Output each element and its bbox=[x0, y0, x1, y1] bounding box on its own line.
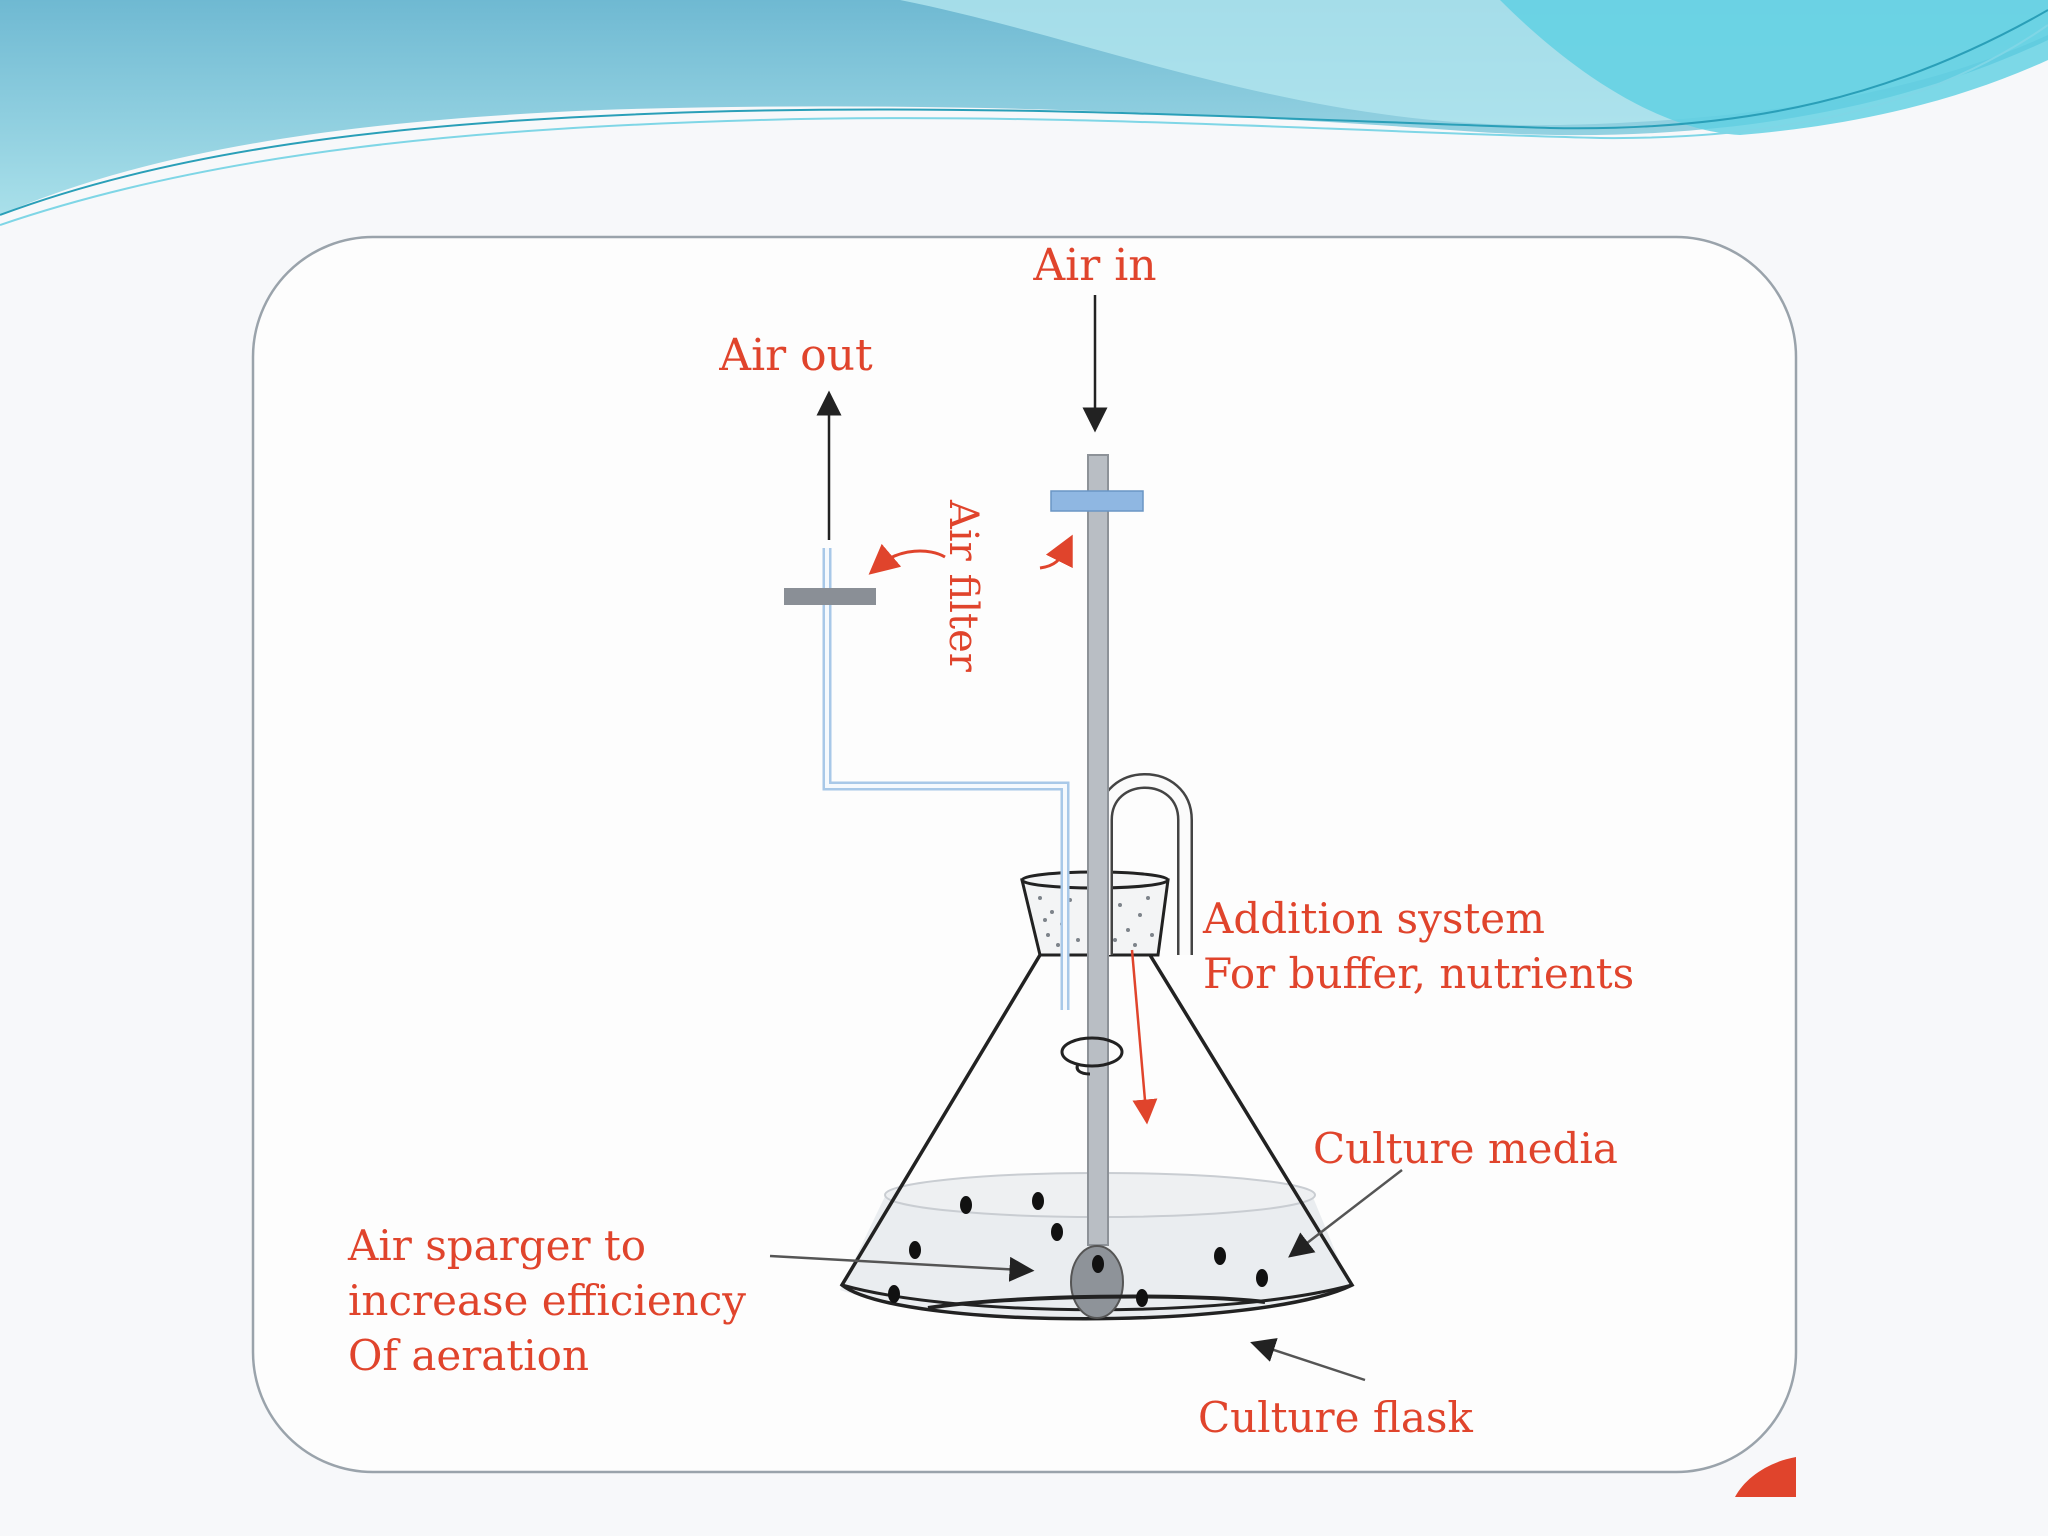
addition-flow-arrow bbox=[1130, 949, 1158, 1125]
label-culture-media: Culture media bbox=[1313, 1124, 1618, 1173]
inlet-air-filter bbox=[1050, 490, 1144, 512]
label-sparger-3: Of aeration bbox=[348, 1331, 589, 1380]
mixing-loop bbox=[1060, 1036, 1124, 1076]
label-culture-flask: Culture flask bbox=[1198, 1393, 1473, 1442]
air-filter-pointers bbox=[868, 534, 1073, 575]
air-inlet-tube bbox=[1087, 454, 1109, 1246]
air-sparger bbox=[1070, 1245, 1124, 1319]
label-air-out: Air out bbox=[718, 330, 873, 381]
sparger-base-line bbox=[927, 1294, 1266, 1310]
corner-red-shape bbox=[1735, 1457, 1796, 1497]
label-addition-purpose: For buffer, nutrients bbox=[1203, 949, 1634, 998]
label-air-filter: Air filter bbox=[940, 499, 986, 673]
diagram-frame bbox=[251, 235, 1798, 1474]
label-air-in: Air in bbox=[1032, 240, 1156, 291]
header-banner bbox=[0, 0, 2048, 226]
air-outlet-tube bbox=[822, 548, 1070, 1010]
callout-lines bbox=[769, 1169, 1403, 1382]
label-addition-system: Addition system bbox=[1202, 894, 1545, 943]
outlet-air-filter bbox=[784, 588, 876, 605]
label-sparger-1: Air sparger to bbox=[347, 1221, 646, 1270]
label-sparger-2: increase efficiency bbox=[348, 1276, 746, 1325]
cell-particles bbox=[888, 1192, 1268, 1307]
